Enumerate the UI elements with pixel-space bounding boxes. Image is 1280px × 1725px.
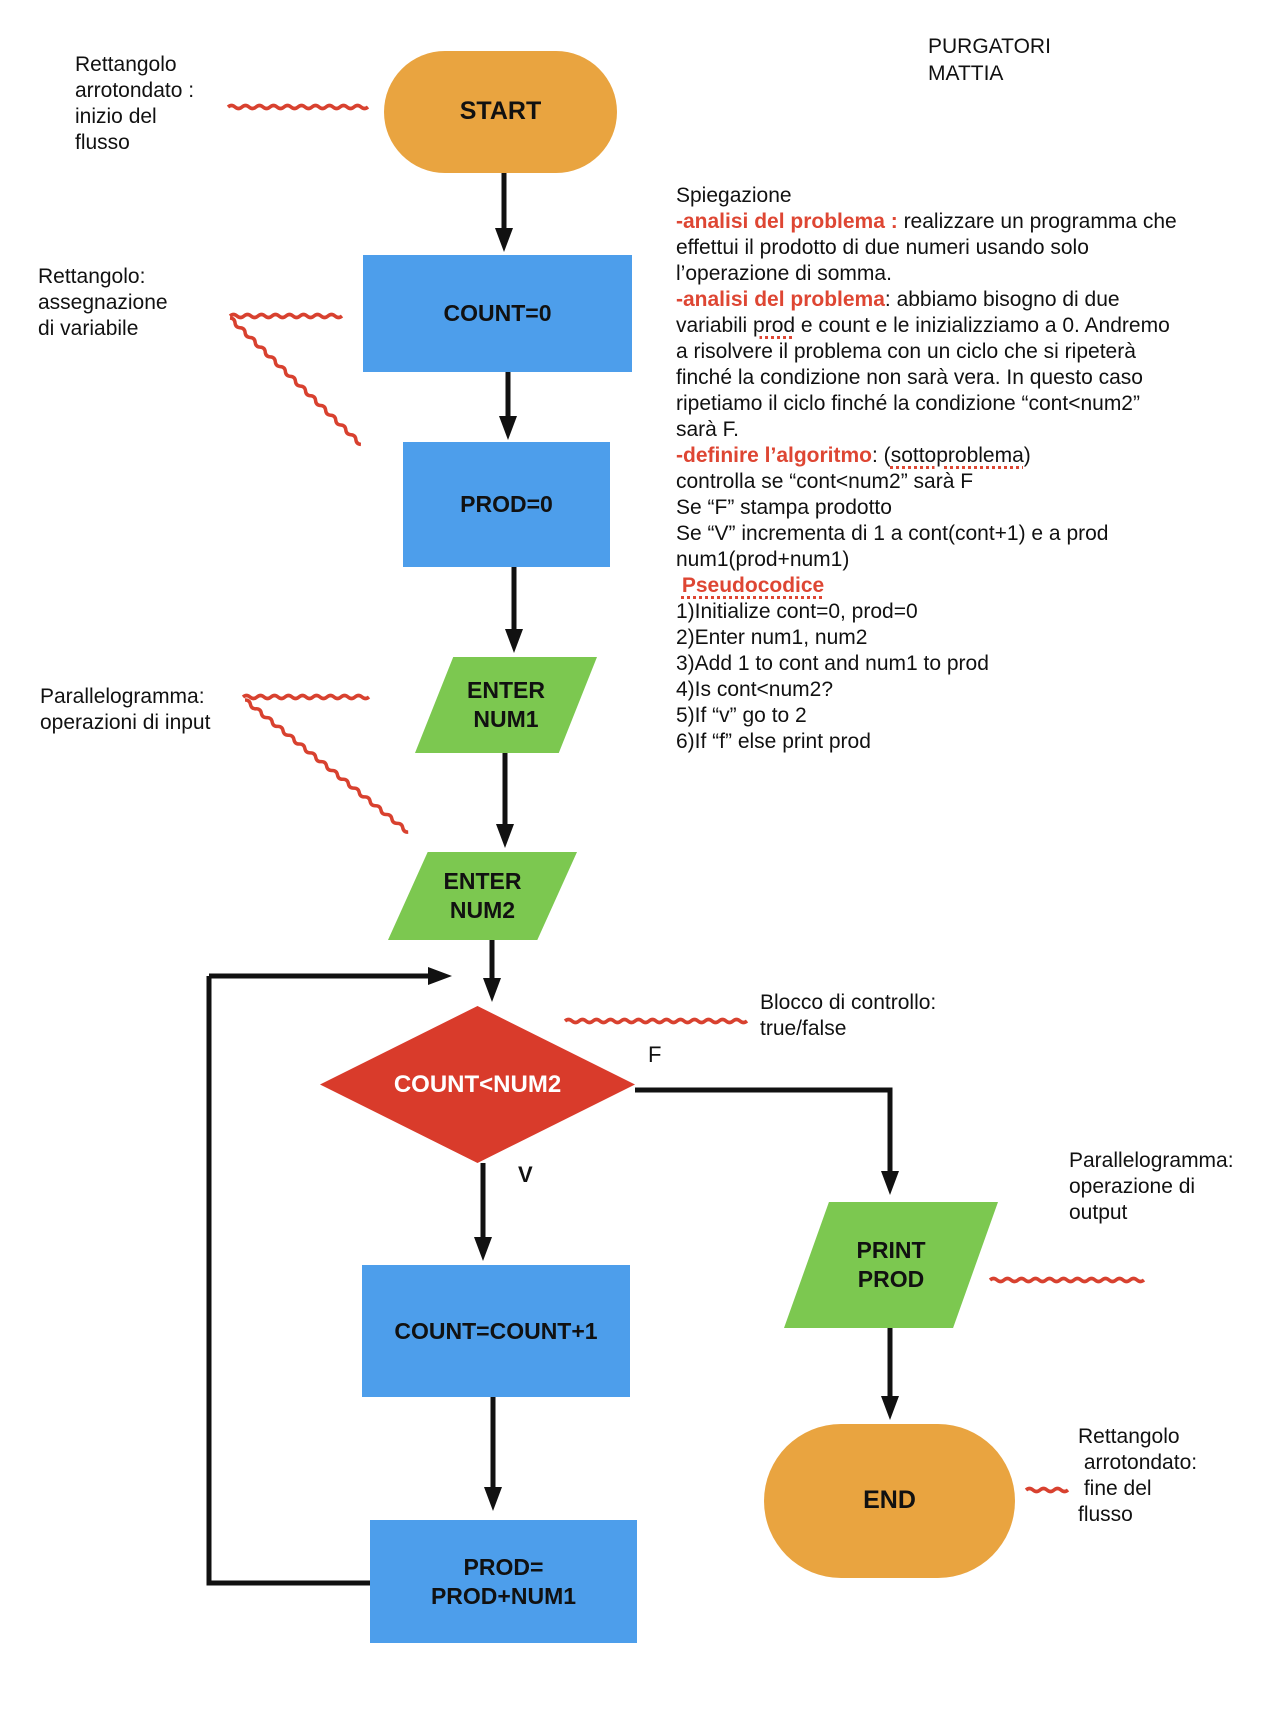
node-label: COUNT=COUNT+1 — [394, 1317, 598, 1344]
annotation-line: flusso — [1078, 1503, 1133, 1526]
explanation-line: variabili prod e count e le inizializzia… — [676, 314, 1170, 337]
explanation-line: 3)Add 1 to cont and num1 to prod — [676, 652, 989, 675]
explanation-line: sarà F. — [676, 418, 740, 441]
explanation-line: -analisi del problema : realizzare un pr… — [676, 210, 1177, 233]
annotation-line: Rettangolo: — [38, 265, 146, 288]
annotation-line: Rettangolo — [1078, 1425, 1180, 1448]
squiggle-end-note — [1024, 1486, 1070, 1494]
node-label: COUNT<NUM2 — [393, 1070, 562, 1098]
node-label: PROD — [857, 1266, 925, 1292]
annotation-line: Rettangolo — [75, 53, 177, 76]
explanation-line: Se “V” incrementa di 1 a cont(cont+1) e … — [676, 522, 1109, 545]
annotation-line: arrotondato: — [1078, 1451, 1198, 1474]
node-count-init: COUNT=0 — [363, 255, 632, 372]
annotation-line: Parallelogramma: — [40, 685, 205, 708]
author-name: PURGATORI MATTIA — [928, 33, 1051, 87]
explanation-line: 2)Enter num1, num2 — [676, 626, 868, 649]
annotation-output-note: Parallelogramma: operazione di output — [1069, 1148, 1234, 1226]
node-label: ENTER — [467, 677, 545, 704]
node-enter-num1: ENTER NUM1 — [415, 657, 597, 753]
node-print-prod: PRINT PROD — [784, 1202, 998, 1328]
explanation-line: -definire l’algoritmo: (sottoproblema) — [676, 444, 1031, 467]
node-label: PRINT — [856, 1237, 926, 1264]
explanation-line: l’operazione di somma. — [676, 262, 892, 285]
squiggle-variable-note-diagonal — [229, 316, 362, 447]
node-decision-count-lt-num2: COUNT<NUM2 — [320, 1006, 635, 1163]
squiggle-control-note — [563, 1017, 749, 1025]
node-label: NUM1 — [473, 706, 539, 732]
node-label: PROD+NUM1 — [430, 1582, 577, 1609]
node-prod-accumulate: PROD= PROD+NUM1 — [370, 1520, 637, 1643]
squiggle-variable-note-horizontal — [228, 312, 344, 320]
squiggle-input-note-diagonal — [244, 698, 409, 834]
branch-label-true: V — [518, 1162, 533, 1187]
explanation-line: ripetiamo il ciclo finché la condizione … — [676, 392, 1140, 415]
branch-label-false: F — [648, 1042, 662, 1067]
node-label: NUM2 — [449, 897, 516, 923]
node-enter-num2: ENTER NUM2 — [388, 852, 577, 940]
arrow-decision-false — [635, 1087, 899, 1195]
node-label: PROD=0 — [460, 491, 553, 518]
node-label: COUNT=0 — [443, 300, 552, 327]
annotation-input-note: Parallelogramma: operazioni di input — [40, 684, 210, 736]
explanation-text: Spiegazione -analisi del problema : reali… — [676, 183, 1186, 755]
annotation-line: operazione di — [1069, 1175, 1196, 1198]
author-line: PURGATORI — [928, 35, 1051, 58]
explanation-line: finché la condizione non sarà vera. In q… — [676, 366, 1143, 389]
annotation-line: inizio del — [75, 105, 157, 128]
explanation-line: 5)If “v” go to 2 — [676, 704, 807, 727]
node-end-terminator: END — [764, 1424, 1015, 1578]
annotation-line: operazioni di input — [40, 711, 211, 734]
annotation-line: fine del — [1078, 1477, 1152, 1500]
explanation-line: -analisi del problema: abbiamo bisogno d… — [676, 288, 1120, 311]
annotation-control-note: Blocco di controllo: true/false — [760, 990, 936, 1042]
explanation-line: 6)If “f” else print prod — [676, 730, 871, 753]
annotation-start-note: Rettangolo arrotondato : inizio del flus… — [75, 52, 194, 156]
annotation-line: flusso — [75, 131, 130, 154]
explanation-line: a risolvere il problema con un ciclo che… — [676, 340, 1136, 363]
node-label: END — [863, 1486, 916, 1515]
annotation-line: arrotondato : — [75, 79, 195, 102]
node-prod-init: PROD=0 — [403, 442, 610, 567]
node-start-terminator: START — [384, 51, 617, 173]
loop-back-line — [206, 976, 370, 1586]
annotation-line: assegnazione — [38, 291, 168, 314]
annotation-line: Blocco di controllo: — [760, 991, 937, 1014]
explanation-line: 4)Is cont<num2? — [676, 678, 834, 701]
annotation-end-note: Rettangolo arrotondato: fine del flusso — [1078, 1424, 1197, 1528]
squiggle-start-note — [226, 103, 370, 111]
explanation-line: num1(prod+num1) — [676, 548, 850, 571]
explanation-line: Pseudocodice — [681, 574, 825, 597]
annotation-variable-note: Rettangolo: assegnazione di variabile — [38, 264, 168, 342]
annotation-line: true/false — [760, 1017, 847, 1040]
node-label: PROD= — [463, 1553, 544, 1580]
explanation-line: effettui il prodotto di due numeri usand… — [676, 236, 1089, 259]
explanation-line: Se “F” stampa prodotto — [676, 496, 892, 519]
annotation-line: di variabile — [38, 317, 139, 340]
explanation-line: 1)Initialize cont=0, prod=0 — [676, 600, 918, 623]
squiggle-input-note-horizontal — [241, 693, 371, 701]
node-label: START — [459, 97, 542, 126]
node-label: ENTER — [443, 868, 522, 895]
explanation-line: Spiegazione — [676, 184, 792, 207]
node-count-increment: COUNT=COUNT+1 — [362, 1265, 630, 1397]
annotation-line: output — [1069, 1201, 1128, 1224]
author-line: MATTIA — [928, 62, 1004, 85]
annotation-line: Parallelogramma: — [1069, 1149, 1234, 1172]
explanation-line: controlla se “cont<num2” sarà F — [676, 470, 974, 493]
squiggle-output-note — [988, 1276, 1146, 1284]
